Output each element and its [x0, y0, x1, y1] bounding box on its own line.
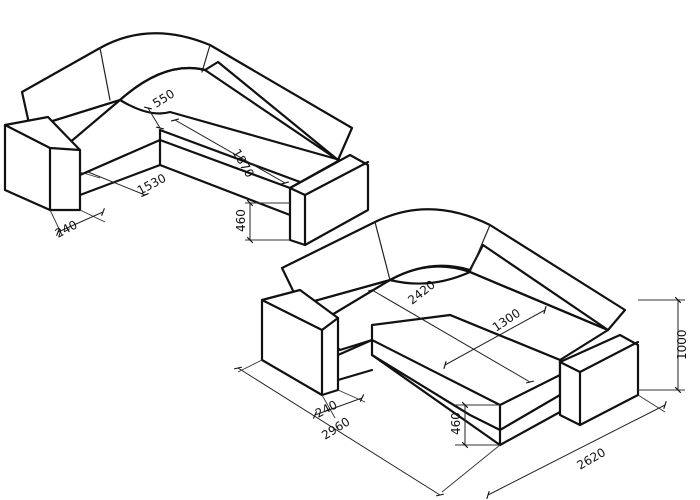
- dim-seat-height-large: 460: [449, 412, 463, 435]
- dim-seat-depth: 550: [150, 87, 177, 111]
- dim-chaise-width: 1300: [490, 306, 523, 335]
- dim-right-length: 2620: [575, 445, 608, 472]
- large-sofa-chaise: [370, 313, 562, 432]
- dim-long-side: 1870: [229, 147, 256, 180]
- dim-armrest-width: 240: [53, 218, 80, 241]
- dim-seat-height: 460: [234, 209, 248, 232]
- dim-short-side: 1530: [135, 171, 169, 198]
- small-corner-sofa: [3, 32, 370, 247]
- dim-back-height: 1000: [675, 329, 689, 360]
- dim-left-length: 2960: [319, 414, 352, 442]
